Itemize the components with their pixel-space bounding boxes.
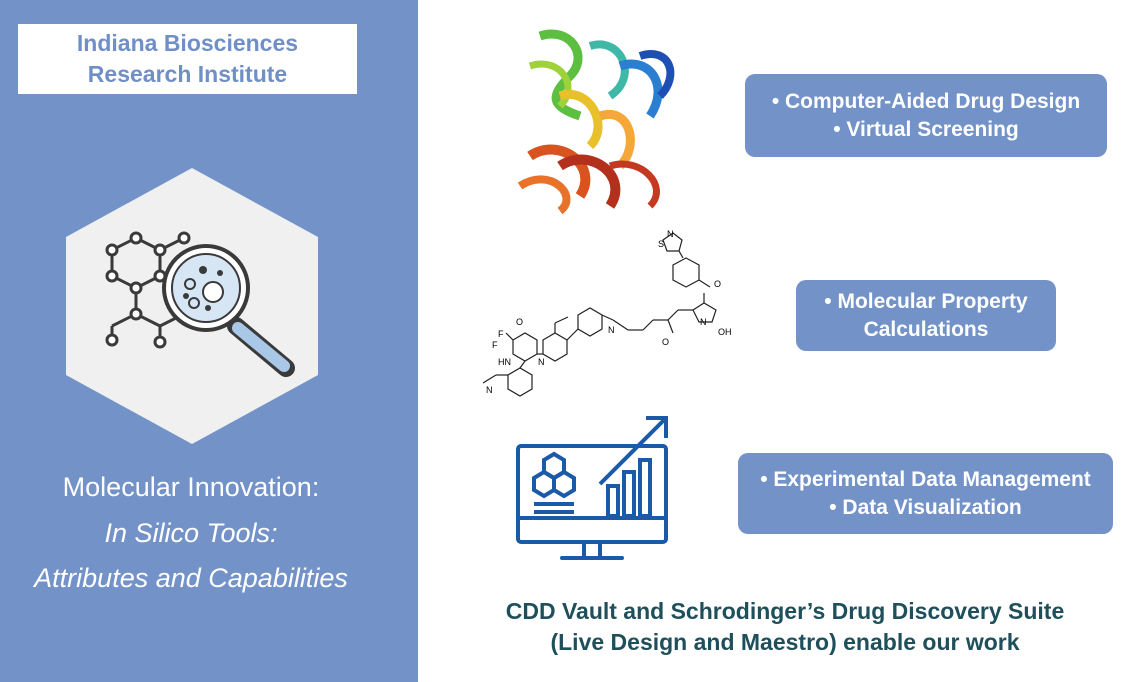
- label-n-prolyl: N: [700, 317, 707, 327]
- feature-1-line-1: • Computer-Aided Drug Design: [771, 89, 1081, 113]
- org-name-line2: Research Institute: [87, 61, 288, 87]
- label-n-amide2: N: [608, 325, 615, 335]
- label-o3: O: [714, 279, 721, 289]
- label-n-thiazole: N: [667, 229, 674, 239]
- feature-1-line-2: • Virtual Screening: [833, 117, 1019, 141]
- footer-line-1: CDD Vault and Schrodinger’s Drug Discove…: [505, 598, 1065, 624]
- left-panel: Indiana Biosciences Research Institute: [0, 0, 418, 682]
- label-f3: F: [492, 340, 498, 350]
- footer-statement: CDD Vault and Schrodinger’s Drug Discove…: [455, 596, 1115, 658]
- label-n-anilino: N: [538, 357, 545, 367]
- feature-3-line-1: • Experimental Data Management: [760, 467, 1091, 491]
- label-n-amide: N: [486, 385, 493, 395]
- label-oh: OH: [718, 327, 732, 337]
- label-s: S: [658, 239, 664, 249]
- analytics-monitor-icon: [512, 406, 672, 566]
- feature-2-line-1: • Molecular Property: [824, 289, 1028, 313]
- label-o2: O: [662, 337, 669, 347]
- label-hn: HN: [498, 357, 511, 367]
- org-name-line1: Indiana Biosciences: [76, 30, 299, 56]
- protein-structure-image: [500, 16, 710, 216]
- molecule-search-hexagon: [66, 168, 318, 444]
- org-logo-box: Indiana Biosciences Research Institute: [18, 24, 357, 94]
- feature-3-line-2: • Data Visualization: [829, 495, 1022, 519]
- feature-box-drug-design: • Computer-Aided Drug Design • Virtual S…: [745, 74, 1107, 157]
- caption-subtitle: In Silico Tools:: [104, 518, 278, 548]
- chemical-structure-image: S N N OH O F F HN N N O N O: [468, 225, 738, 405]
- feature-box-properties: • Molecular Property Calculations: [796, 280, 1056, 351]
- caption-title: Molecular Innovation:: [62, 472, 320, 502]
- molecule-search-icon: [66, 168, 318, 444]
- footer-line-2: (Live Design and Maestro) enable our wor…: [550, 629, 1020, 655]
- label-o: O: [516, 317, 523, 327]
- feature-box-data-management: • Experimental Data Management • Data Vi…: [738, 453, 1113, 534]
- label-f: F: [498, 329, 504, 339]
- caption-tagline: Attributes and Capabilities: [34, 563, 348, 593]
- feature-2-line-2: Calculations: [863, 317, 989, 341]
